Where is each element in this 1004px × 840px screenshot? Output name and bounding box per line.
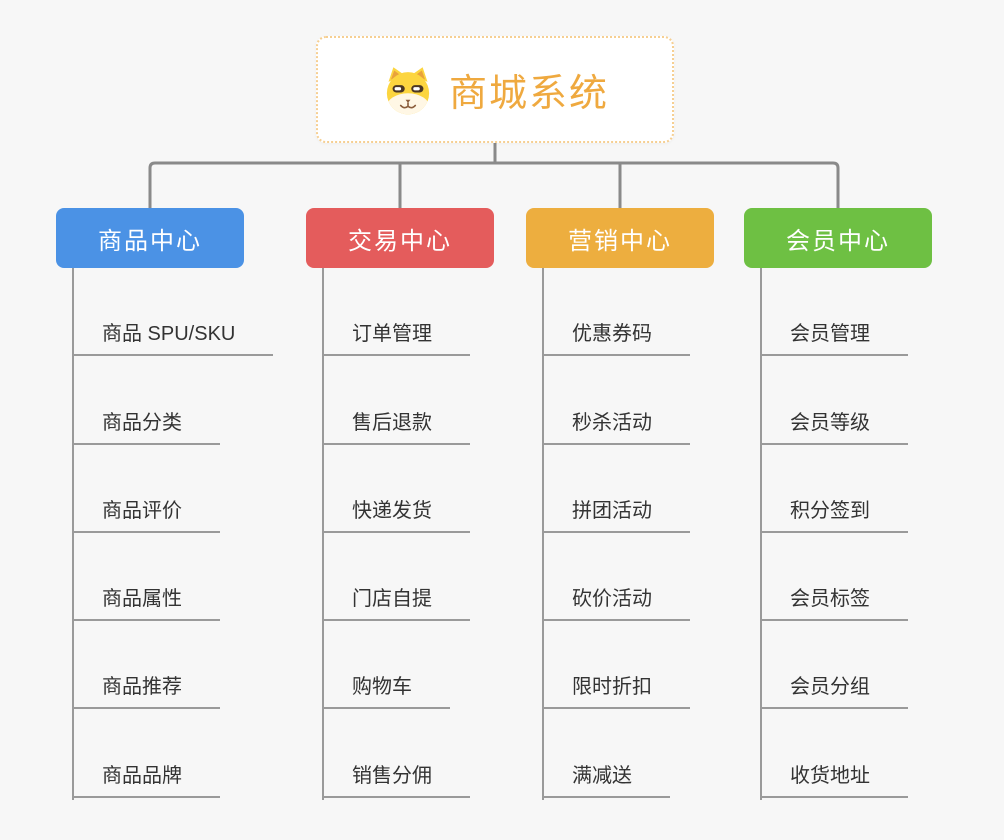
leaf-item[interactable]: 积分签到 — [760, 494, 908, 533]
leaf-row: 商品推荐 — [56, 621, 306, 710]
leaf-row: 商品品牌 — [56, 709, 306, 798]
branch-trunk-line — [72, 268, 74, 800]
leaf-list: 订单管理售后退款快递发货门店自提购物车销售分佣 — [306, 268, 556, 798]
leaf-row: 砍价活动 — [526, 533, 776, 622]
leaf-row: 门店自提 — [306, 533, 556, 622]
leaf-row: 积分签到 — [744, 445, 994, 533]
leaf-column-trade: 订单管理售后退款快递发货门店自提购物车销售分佣 — [306, 268, 556, 800]
dog-face-icon — [386, 66, 430, 114]
leaf-row: 商品 SPU/SKU — [56, 268, 306, 357]
leaf-item[interactable]: 收货地址 — [760, 759, 908, 798]
leaf-item[interactable]: 商品 SPU/SKU — [72, 317, 274, 357]
leaf-list: 优惠券码秒杀活动拼团活动砍价活动限时折扣满减送 — [526, 268, 776, 798]
leaf-row: 收货地址 — [744, 709, 994, 798]
leaf-list: 商品 SPU/SKU 商品分类商品评价商品属性商品推荐商品品牌 — [56, 268, 306, 798]
leaf-row: 会员标签 — [744, 533, 994, 622]
branch-header-product[interactable]: 商品中心 — [56, 208, 244, 268]
leaf-item[interactable]: 销售分佣 — [322, 759, 470, 798]
branch-trunk-line — [760, 268, 762, 800]
leaf-row: 拼团活动 — [526, 445, 776, 533]
leaf-item[interactable]: 会员标签 — [760, 582, 908, 622]
leaf-row: 会员管理 — [744, 268, 994, 357]
leaf-item[interactable]: 商品分类 — [72, 406, 220, 445]
leaf-item[interactable]: 商品属性 — [72, 582, 220, 622]
leaf-item[interactable]: 订单管理 — [322, 317, 470, 357]
branch-header-trade[interactable]: 交易中心 — [306, 208, 494, 268]
leaf-row: 商品评价 — [56, 445, 306, 533]
leaf-item[interactable]: 会员等级 — [760, 406, 908, 445]
leaf-column-member: 会员管理会员等级积分签到会员标签会员分组收货地址 — [744, 268, 994, 800]
leaf-row: 秒杀活动 — [526, 356, 776, 445]
leaf-item[interactable]: 售后退款 — [322, 406, 470, 445]
branch-trunk-line — [322, 268, 324, 800]
leaf-row: 会员等级 — [744, 356, 994, 445]
leaf-row: 限时折扣 — [526, 621, 776, 710]
leaf-item[interactable]: 满减送 — [542, 759, 670, 798]
branch-header-member[interactable]: 会员中心 — [744, 208, 932, 268]
leaf-item[interactable]: 快递发货 — [322, 494, 470, 533]
leaf-item[interactable]: 会员管理 — [760, 317, 908, 357]
leaf-row: 会员分组 — [744, 621, 994, 710]
leaf-list: 会员管理会员等级积分签到会员标签会员分组收货地址 — [744, 268, 994, 798]
leaf-row: 购物车 — [306, 621, 556, 710]
branch-label: 营销中心 — [568, 227, 672, 255]
leaf-item[interactable]: 优惠券码 — [542, 317, 690, 357]
leaf-row: 优惠券码 — [526, 268, 776, 357]
leaf-column-marketing: 优惠券码秒杀活动拼团活动砍价活动限时折扣满减送 — [526, 268, 776, 800]
leaf-row: 销售分佣 — [306, 709, 556, 798]
leaf-item[interactable]: 商品品牌 — [72, 759, 220, 798]
leaf-row: 订单管理 — [306, 268, 556, 357]
branch-label: 会员中心 — [786, 227, 890, 255]
leaf-item[interactable]: 秒杀活动 — [542, 406, 690, 445]
leaf-item[interactable]: 商品推荐 — [72, 670, 220, 710]
leaf-item[interactable]: 门店自提 — [322, 582, 470, 622]
leaf-item[interactable]: 购物车 — [322, 670, 450, 710]
leaf-row: 商品分类 — [56, 356, 306, 445]
leaf-row: 售后退款 — [306, 356, 556, 445]
root-node[interactable]: 商城系统 — [316, 36, 674, 143]
leaf-item[interactable]: 限时折扣 — [542, 670, 690, 710]
branch-header-marketing[interactable]: 营销中心 — [526, 208, 714, 268]
branch-label: 商品中心 — [98, 227, 202, 255]
branch-trunk-line — [542, 268, 544, 800]
leaf-column-product: 商品 SPU/SKU 商品分类商品评价商品属性商品推荐商品品牌 — [56, 268, 306, 800]
branch-label: 交易中心 — [348, 227, 452, 255]
leaf-item[interactable]: 会员分组 — [760, 670, 908, 710]
leaf-item[interactable]: 砍价活动 — [542, 582, 690, 622]
leaf-row: 满减送 — [526, 709, 776, 798]
leaf-row: 快递发货 — [306, 445, 556, 533]
root-title: 商城系统 — [448, 73, 609, 115]
leaf-item[interactable]: 拼团活动 — [542, 494, 690, 533]
leaf-row: 商品属性 — [56, 533, 306, 622]
leaf-item[interactable]: 商品评价 — [72, 494, 220, 533]
